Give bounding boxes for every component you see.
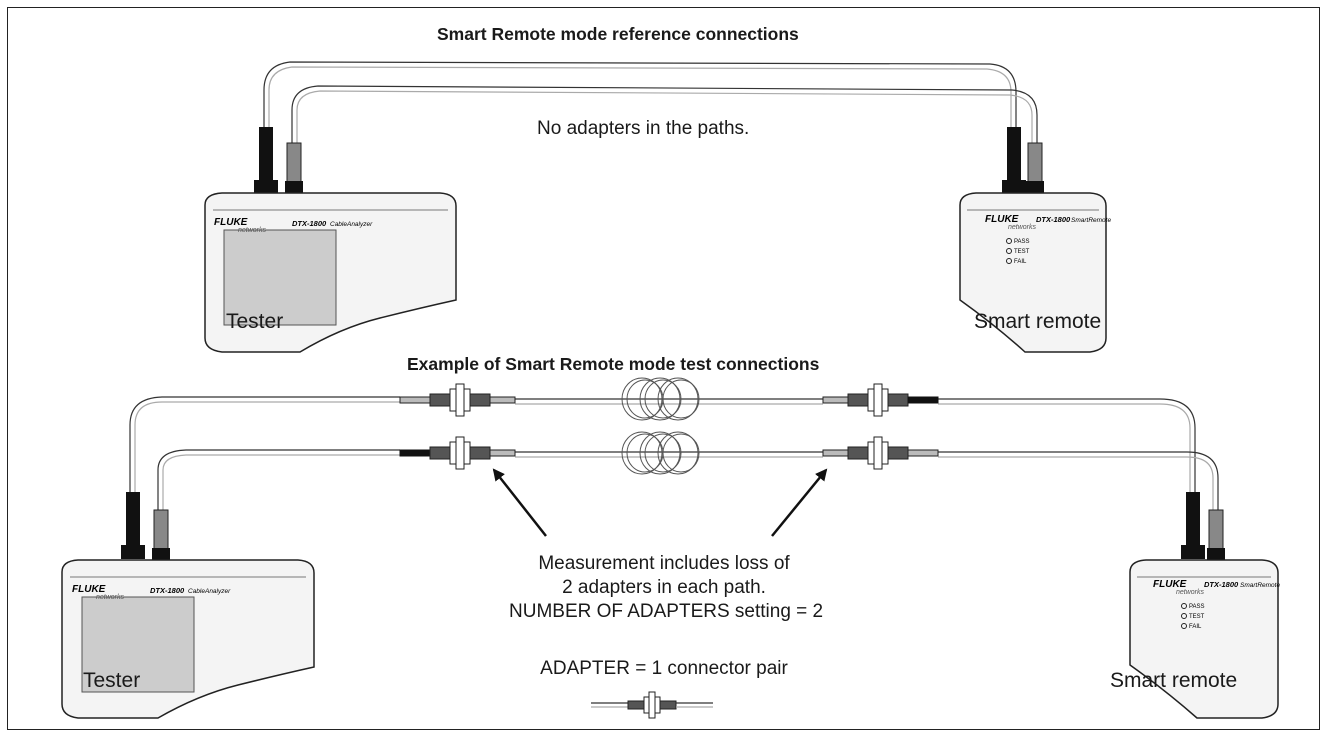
tester-brand-text-top: FLUKE [214, 217, 248, 228]
bottom-remote-black-boot [1181, 492, 1205, 559]
bottom-cable-inner [157, 449, 1219, 510]
top-remote-label: Smart remote [974, 310, 1102, 333]
measurement-note: Measurement includes loss of 2 adapters … [509, 552, 824, 624]
remote-brand-sub-bottom: networks [1176, 589, 1205, 596]
bottom-tester-gray-boot [152, 509, 170, 561]
bottom-tester-black-boot [121, 492, 145, 559]
remote-model-top: DTX-1800 [1036, 215, 1071, 224]
measurement-note-line-1: Measurement includes loss of [538, 553, 790, 574]
tester-type-top: CableAnalyzer [330, 221, 373, 228]
pass-led-label-top: PASS [1014, 239, 1030, 245]
top-tester-label: Tester [226, 310, 284, 333]
top-remote-gray-boot [1026, 142, 1044, 194]
top-remote-black-boot [1002, 127, 1026, 194]
top-remote-device: FLUKE networks DTX-1800 SmartRemote PASS… [959, 192, 1111, 353]
top-reference-cable-outer [263, 61, 1017, 127]
bottom-tester-device: FLUKE networks DTX-1800 CableAnalyzer [61, 559, 315, 719]
top-section-title: Smart Remote mode reference connections [437, 24, 799, 44]
remote-model-bottom: DTX-1800 [1204, 580, 1239, 589]
fail-led-icon-top [1006, 258, 1012, 264]
bottom-remote-gray-boot [1207, 509, 1225, 561]
adapter-lower-left [399, 436, 516, 470]
test-led-label-bottom: TEST [1189, 614, 1205, 620]
tester-model-bottom: DTX-1800 [150, 586, 185, 595]
remote-brand-sub-top: networks [1008, 224, 1037, 231]
bottom-cable-spool [621, 431, 700, 475]
remote-type-top: SmartRemote [1071, 217, 1111, 224]
bottom-cable-outer [129, 396, 1196, 492]
test-led-label-top: TEST [1014, 249, 1030, 255]
top-reference-cable-inner [291, 85, 1038, 143]
adapter-legend-text: ADAPTER = 1 connector pair [540, 658, 788, 679]
fail-led-label-top: FAIL [1014, 259, 1027, 265]
top-tester-device: FLUKE networks DTX-1800 CableAnalyzer [204, 192, 457, 353]
adapter-upper-right [822, 383, 939, 417]
remote-type-bottom: SmartRemote [1240, 582, 1280, 589]
arrow-to-right-adapter [771, 468, 828, 537]
pass-led-icon-bottom [1181, 603, 1187, 609]
fail-led-label-bottom: FAIL [1189, 624, 1202, 630]
arrow-to-left-adapter [492, 468, 547, 537]
remote-brand-text-bottom: FLUKE [1153, 579, 1187, 590]
test-led-icon-bottom [1181, 613, 1187, 619]
tester-type-bottom: CableAnalyzer [188, 588, 231, 595]
tester-model-top: DTX-1800 [292, 219, 327, 228]
tester-brand-sub-top: networks [238, 227, 267, 234]
bottom-tester-label: Tester [83, 669, 141, 692]
top-section-note: No adapters in the paths. [537, 118, 750, 139]
adapter-lower-right [822, 436, 939, 470]
pass-led-label-bottom: PASS [1189, 604, 1205, 610]
measurement-note-line-3: NUMBER OF ADAPTERS setting = 2 [509, 601, 824, 622]
top-tester-black-boot [254, 127, 278, 194]
top-tester-gray-boot [285, 142, 303, 194]
adapter-legend-icon [591, 691, 713, 719]
remote-brand-text-top: FLUKE [985, 214, 1019, 225]
fail-led-icon-bottom [1181, 623, 1187, 629]
pass-led-icon-top [1006, 238, 1012, 244]
test-led-icon-top [1006, 248, 1012, 254]
figure-frame [7, 7, 1320, 730]
bottom-section-title: Example of Smart Remote mode test connec… [407, 354, 820, 374]
bottom-remote-label: Smart remote [1110, 669, 1238, 692]
tester-brand-sub-bottom: networks [96, 594, 125, 601]
bottom-remote-device: FLUKE networks DTX-1800 SmartRemote PASS… [1129, 559, 1280, 719]
tester-brand-text-bottom: FLUKE [72, 584, 106, 595]
top-cable-spool [621, 377, 700, 421]
measurement-note-line-2: 2 adapters in each path. [562, 577, 766, 598]
adapter-upper-left [399, 383, 516, 417]
